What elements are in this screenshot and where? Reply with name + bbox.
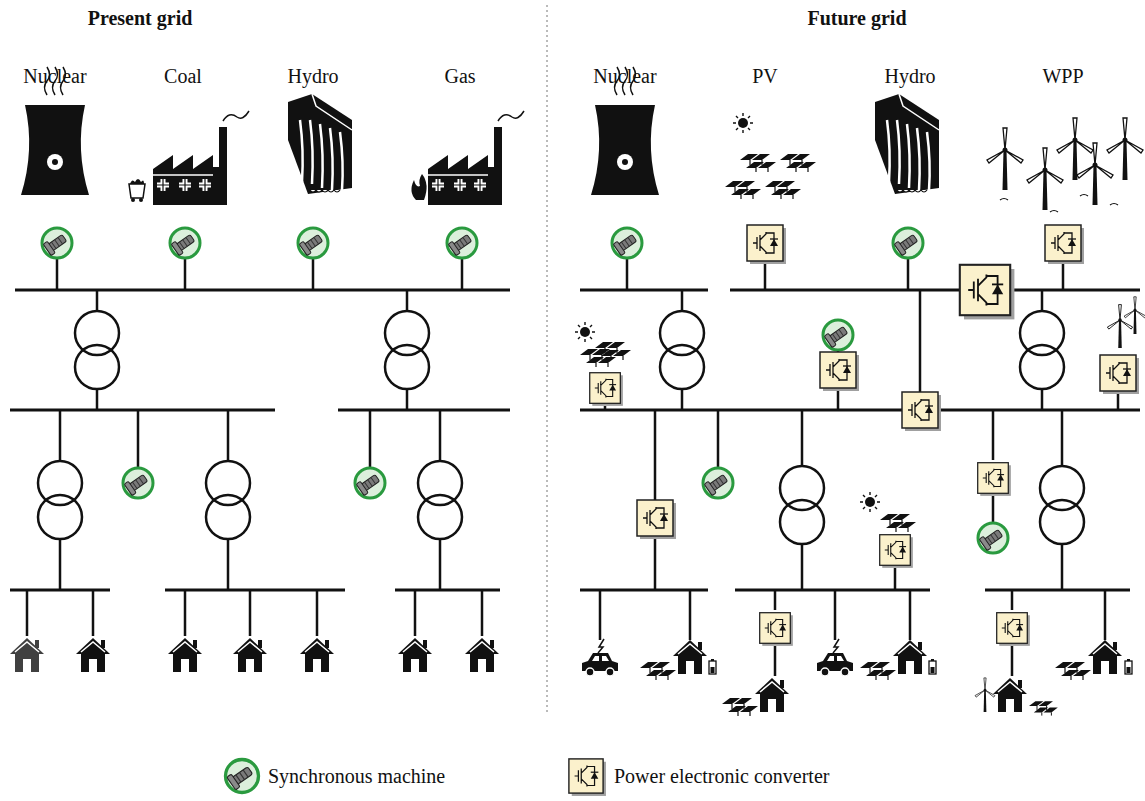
plant-label: Gas <box>444 65 475 87</box>
plant-label: WPP <box>1042 65 1083 87</box>
plant-label: Coal <box>164 65 202 87</box>
grid-title: Present grid <box>88 7 193 29</box>
legend-text: Synchronous machine <box>268 765 445 787</box>
plant-label: Nuclear <box>593 65 656 87</box>
plant-label: Hydro <box>884 65 935 87</box>
plant-label: Nuclear <box>23 65 86 87</box>
legend-text: Power electronic converter <box>614 765 829 787</box>
plant-label: PV <box>752 65 778 87</box>
plant-label: Hydro <box>287 65 338 87</box>
grid-title: Future grid <box>807 7 906 29</box>
